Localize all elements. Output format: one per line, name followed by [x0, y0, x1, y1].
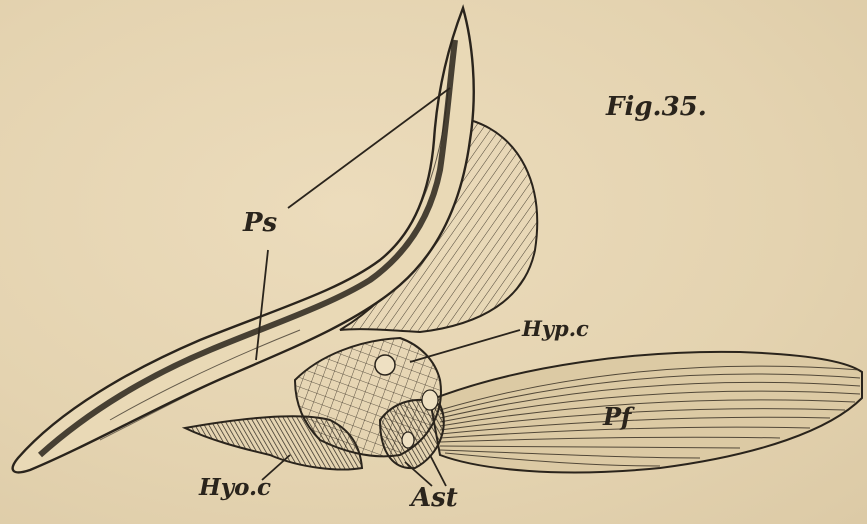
leader-hypc: [410, 330, 520, 362]
label-hyp-c: Hyp.c: [522, 318, 589, 339]
label-ps: Ps: [243, 210, 277, 236]
label-hyo-c: Hyo.c: [199, 476, 271, 499]
pectoral-fin: [430, 352, 862, 473]
label-pf: Pf: [603, 405, 631, 429]
label-ast: Ast: [411, 485, 458, 511]
figure-title: Fig.35.: [606, 94, 707, 120]
leader-ast-right: [430, 455, 446, 486]
